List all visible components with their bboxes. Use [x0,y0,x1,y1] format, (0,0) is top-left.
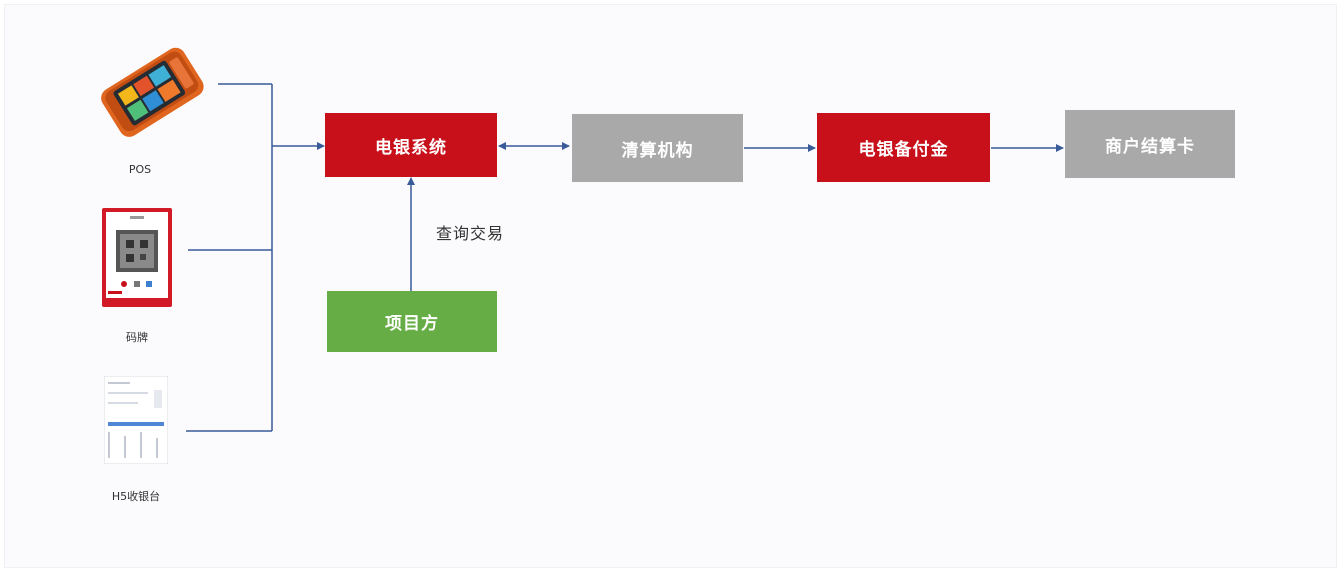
clearing-institution-node: 清算机构 [572,114,743,182]
pos-device-icon [101,47,204,137]
core-system-node: 电银系统 [325,113,497,177]
project-party-node: 项目方 [327,291,497,352]
qr-plate-label: 码牌 [126,331,148,344]
h5-cashier-icon [104,376,168,464]
query-transaction-label: 查询交易 [436,224,505,243]
qr-plate-icon [102,208,172,307]
diagram-canvas [4,4,1337,568]
h5-cashier-label: H5收银台 [111,490,161,503]
merchant-settlement-card-node: 商户结算卡 [1065,110,1235,178]
reserve-funds-node: 电银备付金 [817,113,990,182]
pos-label: POS [128,163,152,176]
